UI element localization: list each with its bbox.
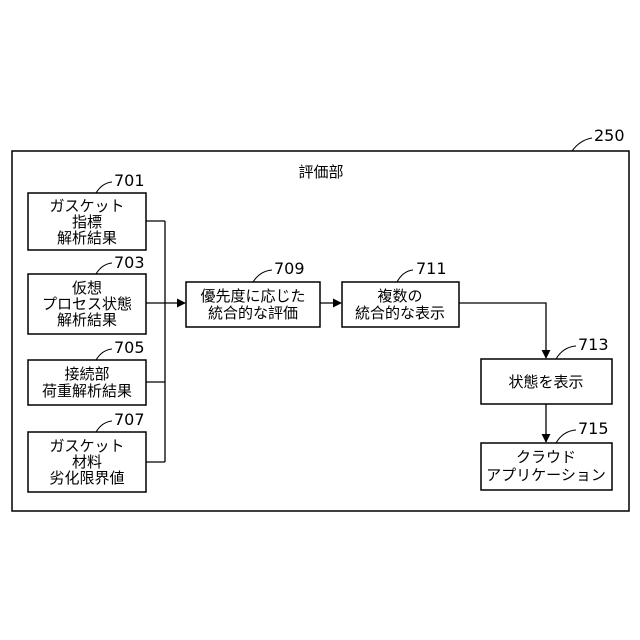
- ref-707-leader: [96, 421, 112, 432]
- box-705-line-1: 接続部: [64, 365, 109, 383]
- input-connectors: [146, 221, 165, 462]
- ref-250-leader: [572, 138, 592, 151]
- ref-705-leader: [96, 349, 112, 360]
- ref-715-label: 715: [578, 419, 609, 438]
- box-715-line-2: アプリケーション: [486, 466, 606, 484]
- ref-711-label: 711: [416, 259, 447, 278]
- box-711: 複数の 統合的な表示: [342, 282, 459, 327]
- ref-250-label: 250: [594, 126, 625, 145]
- box-707: ガスケット 材料 劣化限界値: [28, 432, 146, 492]
- box-709-line-2: 統合的な評価: [208, 304, 298, 322]
- box-701-line-3: 解析結果: [57, 229, 117, 247]
- box-709-line-1: 優先度に応じた: [200, 287, 305, 305]
- box-713: 状態を表示: [481, 359, 612, 404]
- box-705-line-2: 荷重解析結果: [42, 382, 132, 400]
- ref-701-leader: [96, 182, 112, 193]
- box-713-line-1: 状態を表示: [508, 373, 583, 391]
- box-715: クラウド アプリケーション: [481, 443, 612, 490]
- ref-707-label: 707: [114, 410, 145, 429]
- ref-715-leader: [556, 430, 576, 443]
- ref-703-label: 703: [114, 253, 145, 272]
- box-703: 仮想 プロセス状態 解析結果: [28, 274, 146, 334]
- box-715-line-1: クラウド: [516, 448, 576, 466]
- box-711-line-1: 複数の: [377, 287, 422, 305]
- ref-701-label: 701: [114, 171, 145, 190]
- box-705: 接続部 荷重解析結果: [28, 360, 146, 405]
- box-707-line-3: 劣化限界値: [49, 469, 124, 487]
- ref-713-label: 713: [578, 335, 609, 354]
- box-701: ガスケット 指標 解析結果: [28, 193, 146, 250]
- ref-709-label: 709: [274, 259, 305, 278]
- evaluation-unit-title: 評価部: [298, 163, 343, 181]
- box-709: 優先度に応じた 統合的な評価: [186, 282, 320, 327]
- box-703-line-3: 解析結果: [57, 311, 117, 329]
- ref-703-leader: [96, 263, 112, 274]
- ref-709-leader: [253, 270, 272, 282]
- box-711-line-2: 統合的な表示: [355, 304, 445, 322]
- ref-705-label: 705: [114, 338, 145, 357]
- ref-713-leader: [556, 346, 576, 359]
- arrow-711-to-713: [459, 303, 546, 358]
- ref-711-leader: [397, 270, 413, 282]
